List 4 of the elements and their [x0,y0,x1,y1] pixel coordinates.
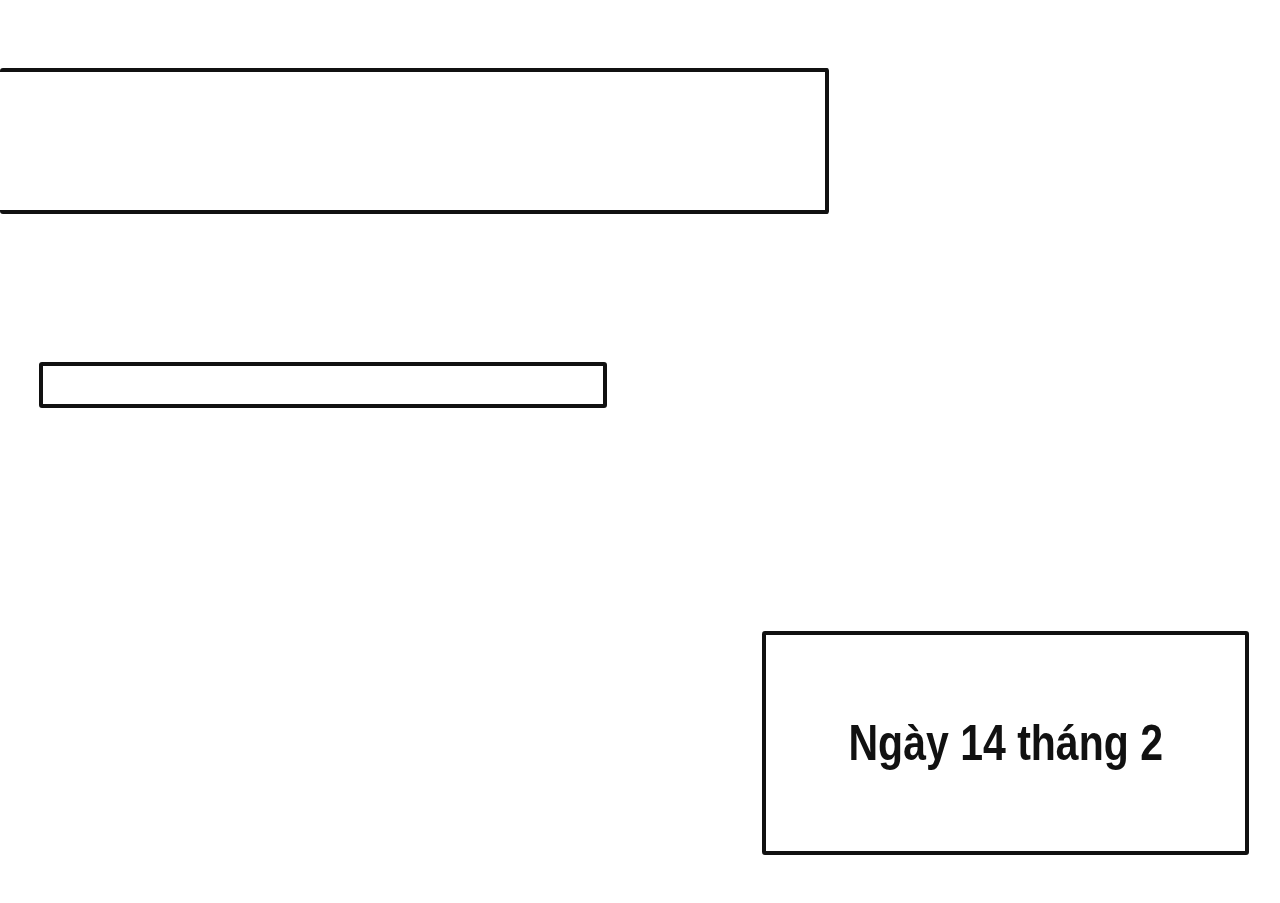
caption-box [762,631,1249,855]
panel-frame [39,362,607,408]
date-caption: Ngày 14 tháng 2 [848,714,1163,772]
panel-frame [0,68,829,214]
